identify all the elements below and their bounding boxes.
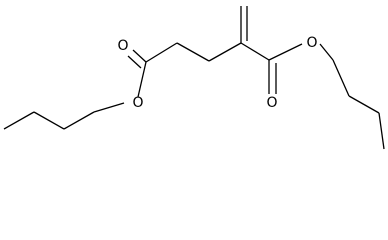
skeletal-formula: O O O O xyxy=(3,6,385,150)
bond-right-butyl-c3-c4 xyxy=(378,112,385,150)
bond-right-c-o-ester xyxy=(268,43,303,61)
bond-left-butyl-c3-c4 xyxy=(63,111,95,130)
bond-right-o-butyl-c1 xyxy=(319,43,334,61)
bond-backbone-c3-c4 xyxy=(208,42,242,62)
atom-o-carbonyl-left: O xyxy=(117,38,128,54)
bond-left-butyl-c1-c2 xyxy=(3,111,35,130)
bond-right-c-carbonyl-c xyxy=(240,42,270,61)
bond-right-butyl-c1-c2 xyxy=(332,59,350,97)
bond-backbone-c1-c2 xyxy=(145,42,178,63)
atom-o-carbonyl-right: O xyxy=(266,95,277,111)
bond-left-co-double xyxy=(127,55,142,69)
structure-canvas: O O O O xyxy=(3,6,385,150)
bond-left-o-carbonyl-c xyxy=(137,61,147,98)
atom-o-ester-right: O xyxy=(306,35,317,51)
bond-left-co-single xyxy=(132,49,147,63)
bond-backbone-c2-c3 xyxy=(176,42,210,62)
bond-left-butyl-c4-o xyxy=(93,102,125,113)
atom-o-ester-left: O xyxy=(132,95,143,111)
bond-left-butyl-c2-c3 xyxy=(33,111,65,130)
bond-right-butyl-c2-c3 xyxy=(348,95,380,114)
